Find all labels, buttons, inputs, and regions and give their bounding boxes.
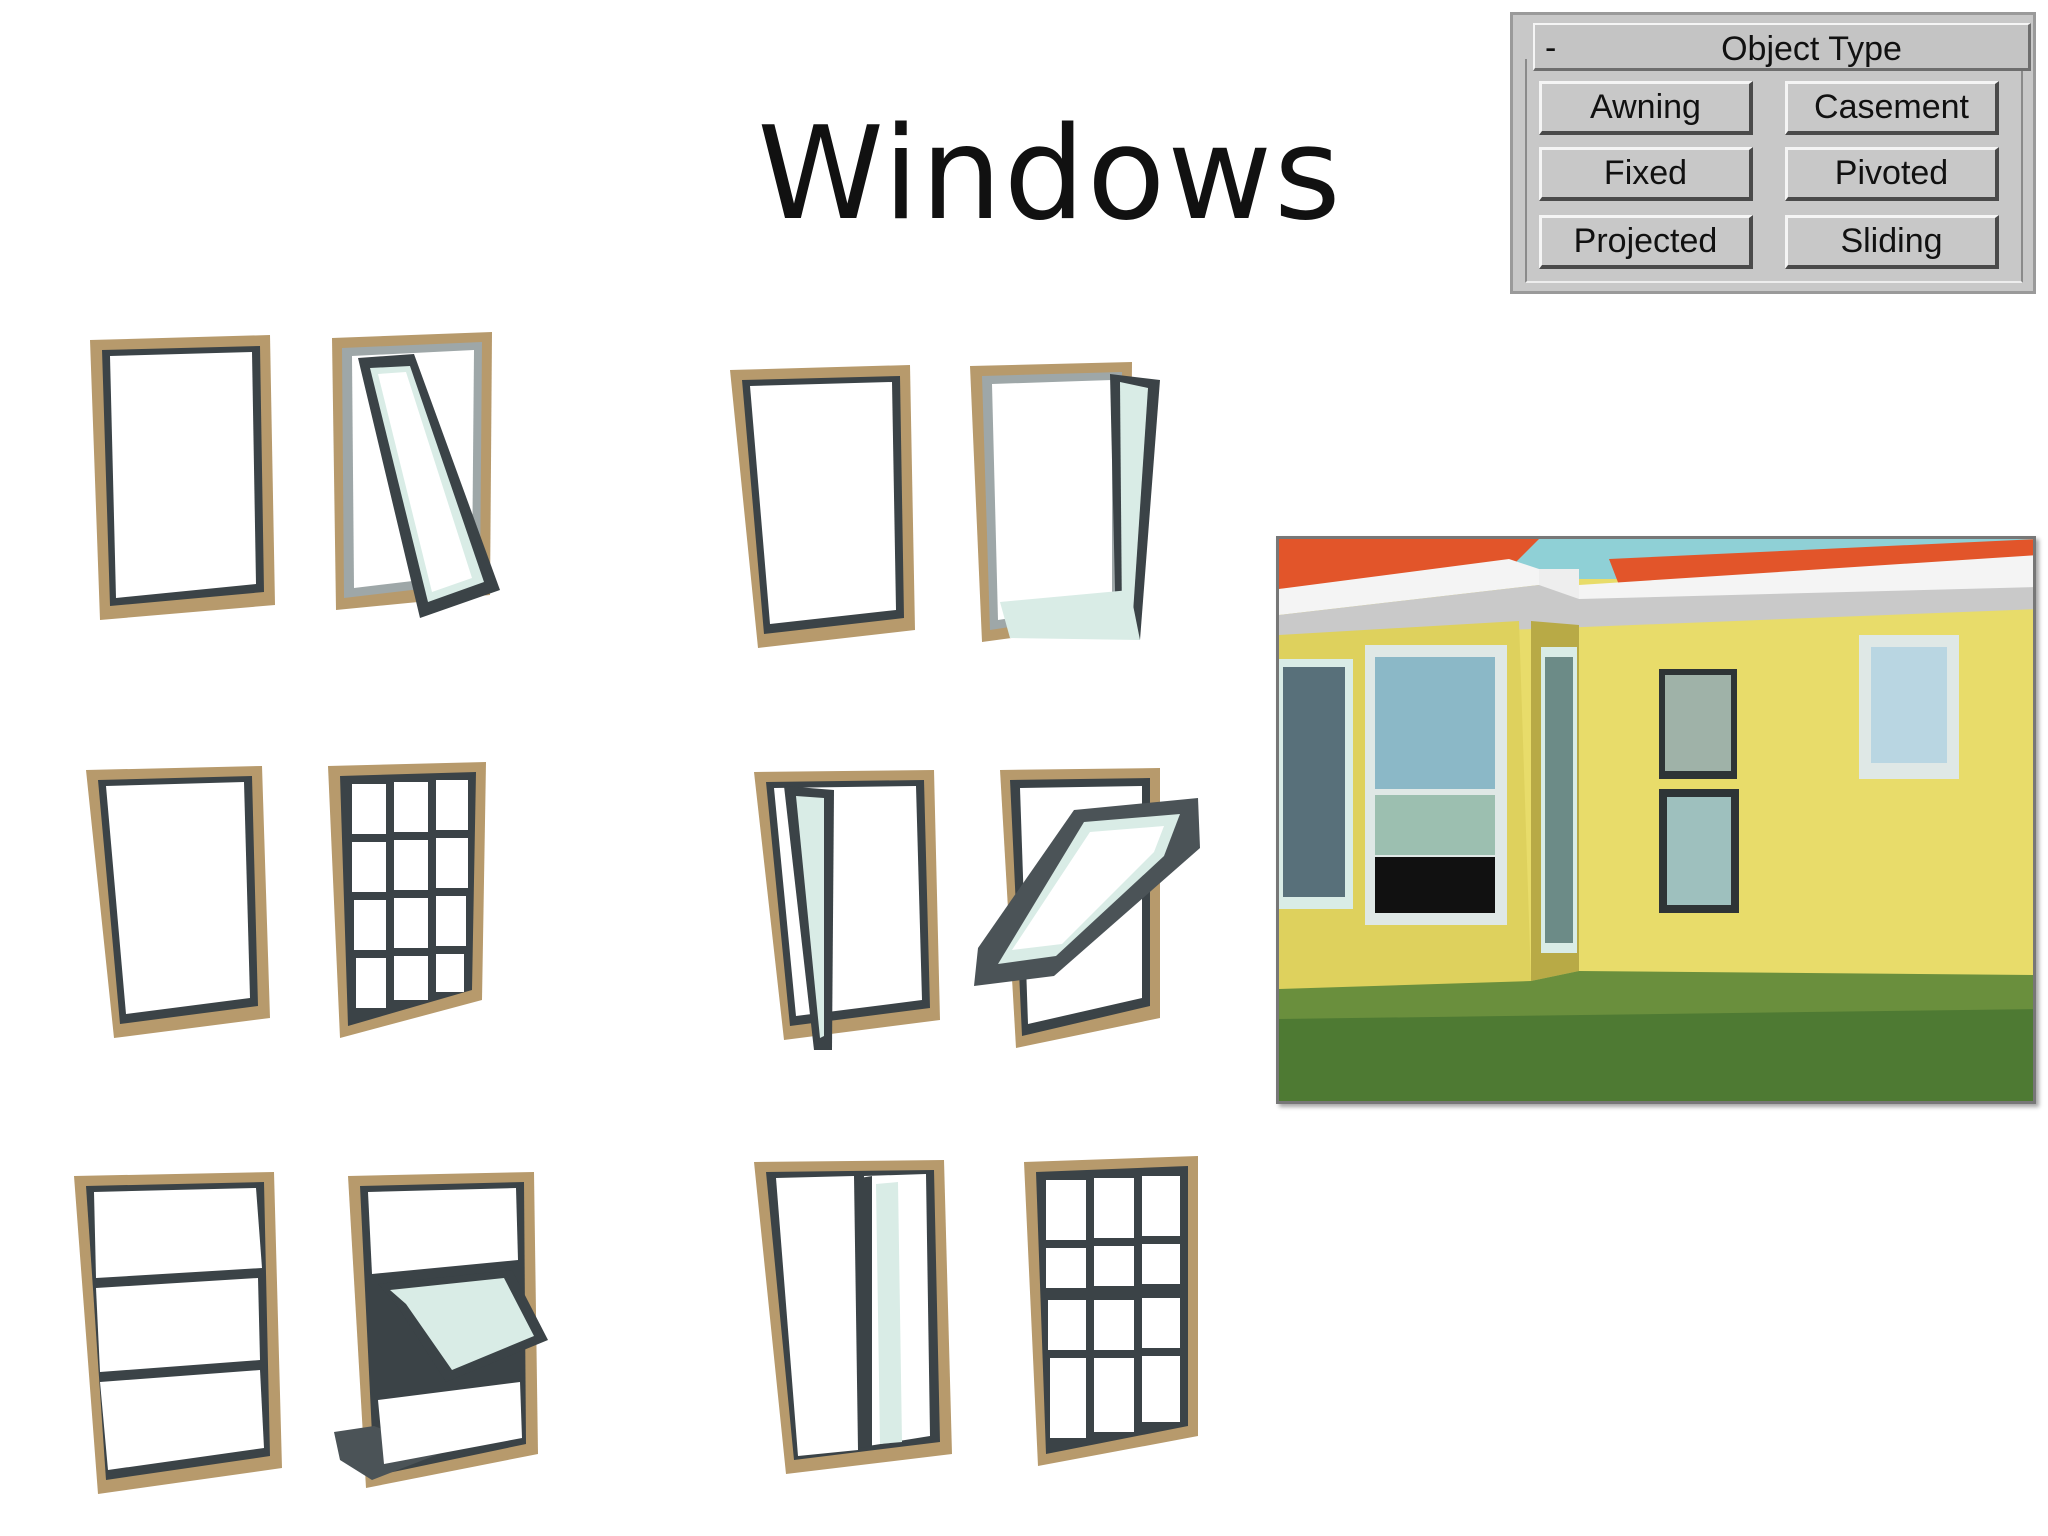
sliding-button[interactable]: Sliding [1785,215,1999,269]
awning-button[interactable]: Awning [1539,81,1753,135]
sliding-window-icon [754,1156,1198,1474]
projected-button[interactable]: Projected [1539,215,1753,269]
pivoted-button[interactable]: Pivoted [1785,147,1999,201]
projected-window-icon [74,1172,548,1494]
fixed-button[interactable]: Fixed [1539,147,1753,201]
house-windows-render-icon [1279,539,2033,1101]
rollout-title: Object Type [1721,30,1902,68]
rollout-body [1525,59,2023,283]
object-type-rollout-header[interactable]: - Object Type [1533,23,2031,71]
collapse-icon[interactable]: - [1545,29,1557,67]
casement-window-icon [730,362,1160,648]
awning-window-icon [90,332,500,620]
object-type-rollout: - Object Type Awning Casement Fixed Pivo… [1510,12,2036,294]
pivoted-window-icon [754,768,1200,1050]
slide-title: Windows [757,100,1343,249]
casement-button[interactable]: Casement [1785,81,1999,135]
fixed-window-icon [86,762,486,1038]
house-render-image [1276,536,2036,1104]
